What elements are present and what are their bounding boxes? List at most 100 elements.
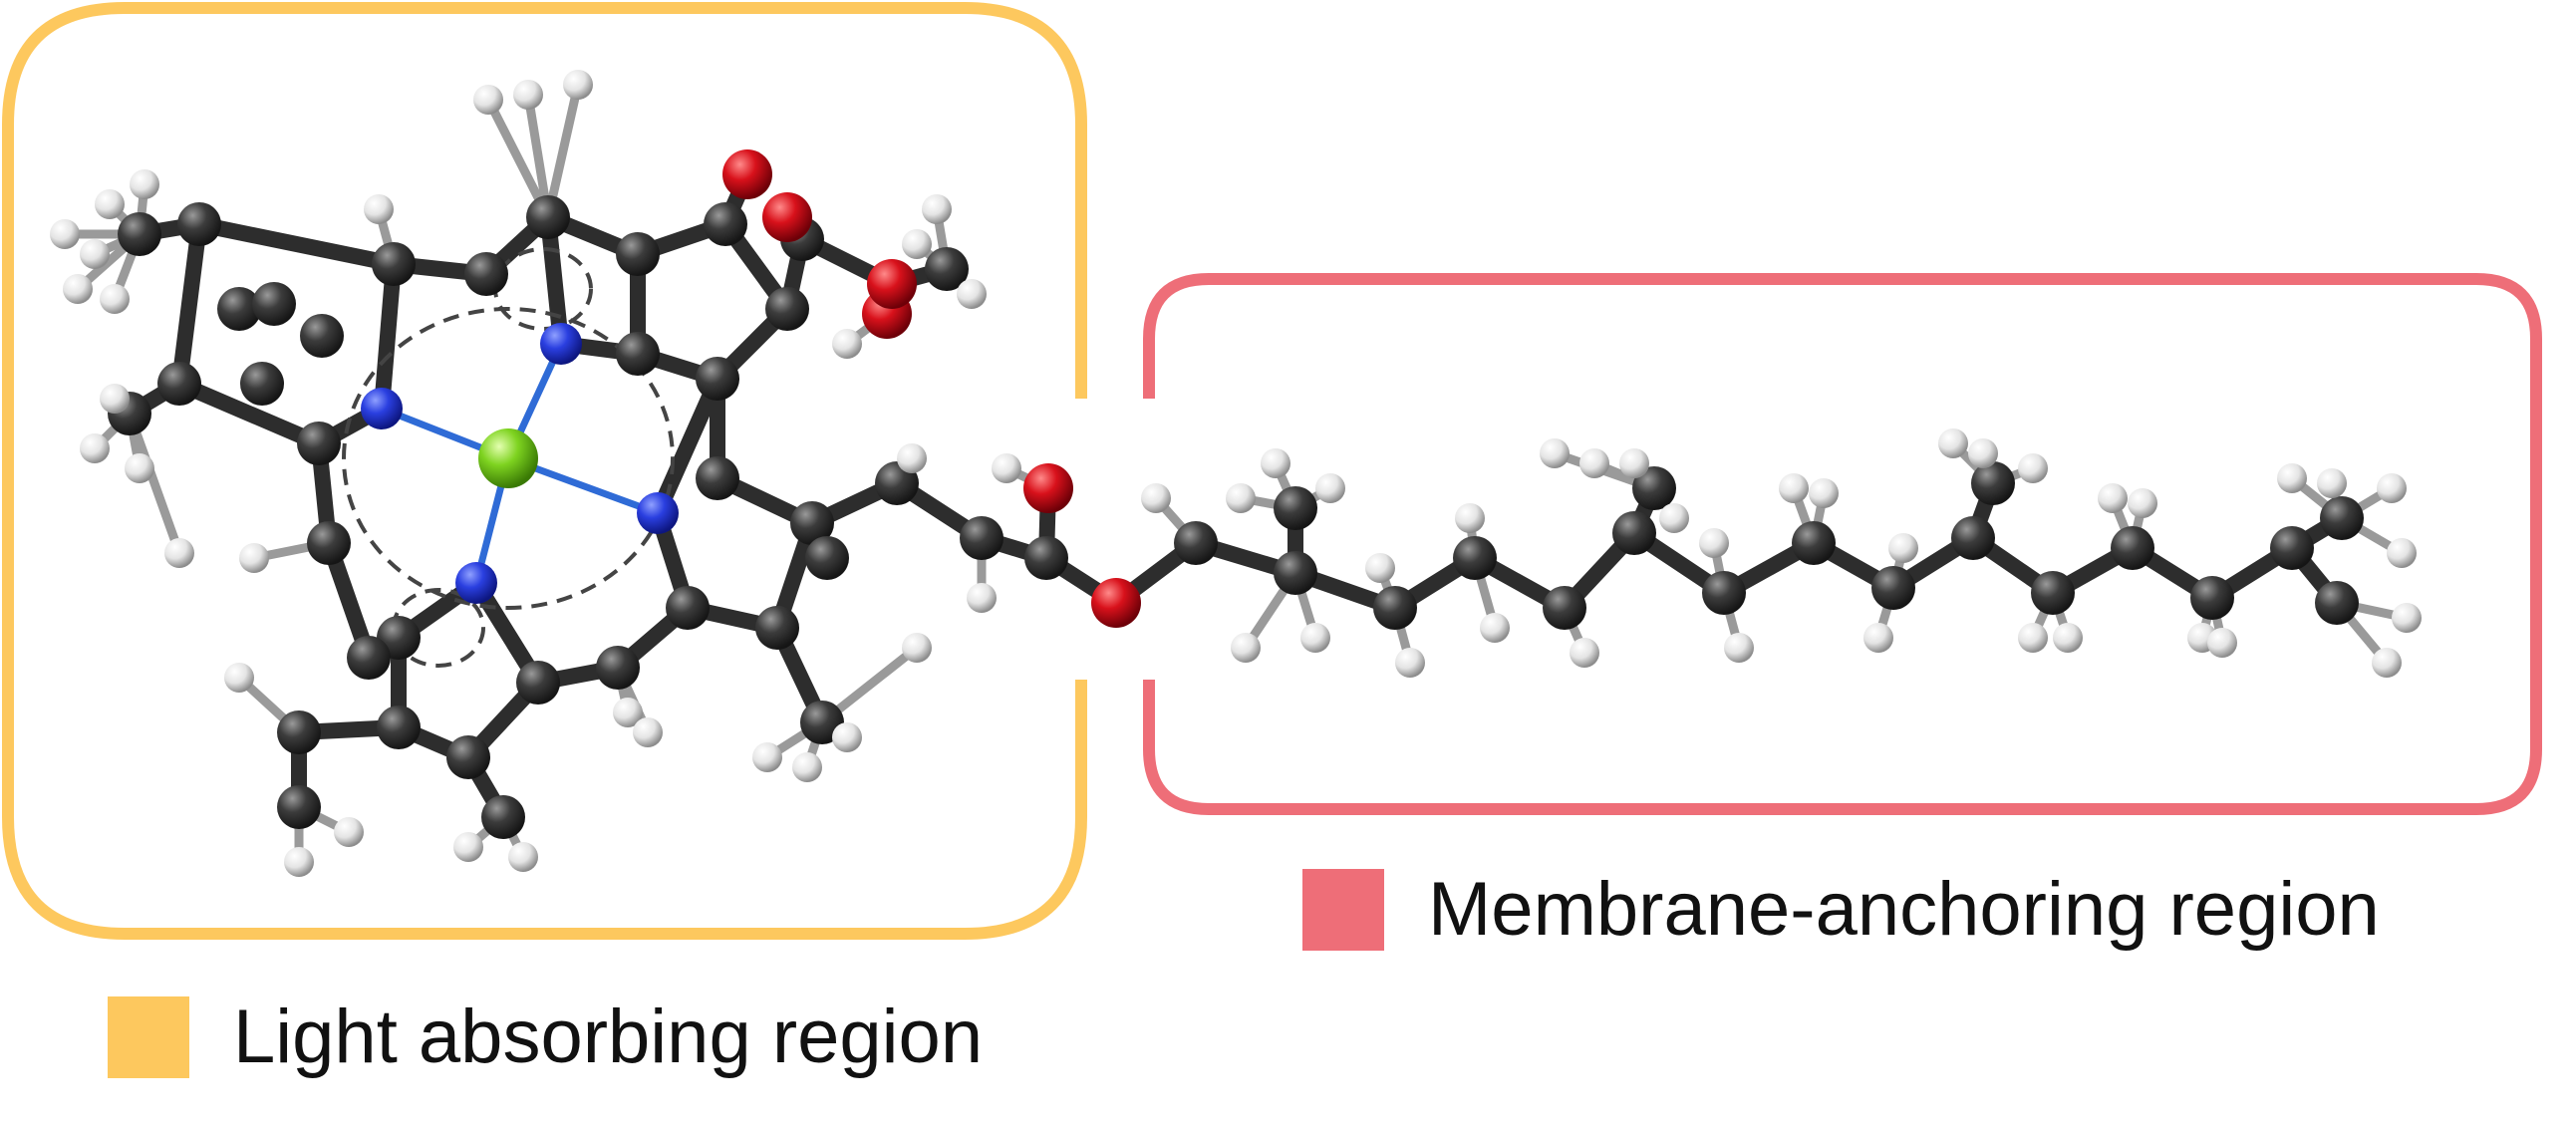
nitrogen-atom-icon	[540, 323, 582, 365]
carbon-atom-icon	[1632, 466, 1676, 510]
hydrogen-atom-icon	[2128, 488, 2157, 518]
hydrogen-atom-icon	[1231, 633, 1261, 663]
hydrogen-atom-icon	[2207, 628, 2237, 658]
hydrogen-atom-icon	[633, 717, 663, 747]
carbon-atom-icon	[1702, 571, 1746, 615]
carbon-atom-icon	[252, 282, 296, 326]
hydrogen-atom-icon	[473, 85, 503, 115]
hydrogen-atom-icon	[125, 453, 154, 483]
carbon-atom-icon	[1453, 536, 1497, 580]
hydrogen-atom-icon	[1579, 448, 1609, 478]
legend-swatch-light	[108, 996, 189, 1078]
hydrogen-atom-icon	[239, 543, 269, 573]
oxygen-atom-icon	[867, 259, 917, 309]
hydrogen-atom-icon	[100, 284, 130, 314]
carbon-atom-icon	[1871, 566, 1915, 610]
covalent-bond	[171, 216, 207, 392]
hydrogen-atom-icon	[897, 443, 927, 473]
oxygen-atom-icon	[722, 149, 772, 199]
hydrogen-atom-icon	[164, 538, 194, 568]
carbon-atom-icon	[516, 661, 560, 705]
carbon-atom-icon	[1274, 551, 1317, 595]
carbon-atom-icon	[704, 202, 747, 246]
hydrogen-atom-icon	[2098, 483, 2128, 513]
carbon-atom-icon	[481, 795, 525, 839]
molecular-bonds	[60, 80, 2412, 867]
hydrogen-atom-icon	[1365, 553, 1395, 583]
carbon-atom-icon	[616, 332, 660, 376]
hydrogen-atom-icon	[2377, 473, 2407, 503]
carbon-atom-icon	[1024, 536, 1068, 580]
carbon-atom-icon	[790, 501, 834, 545]
hydrogen-atom-icon	[1938, 428, 1968, 458]
hydrogen-atom-icon	[957, 279, 987, 309]
carbon-atom-icon	[1612, 511, 1656, 555]
carbon-atom-icon	[1373, 586, 1417, 630]
hydrogen-atom-icon	[95, 189, 125, 219]
hydrogen-atom-icon	[2317, 468, 2347, 498]
hydrogen-bond-line	[543, 80, 583, 222]
hydrogen-atom-icon	[80, 433, 110, 463]
carbon-atom-icon	[177, 202, 221, 246]
hydrogen-atom-icon	[1226, 483, 1256, 513]
hydrogen-atom-icon	[922, 194, 952, 224]
hydrogen-atom-icon	[2387, 538, 2417, 568]
hydrogen-atom-icon	[453, 832, 483, 862]
carbon-atom-icon	[925, 247, 969, 291]
hydrogen-atom-icon	[792, 752, 822, 782]
carbon-atom-icon	[347, 636, 391, 680]
hydrogen-atom-icon	[1724, 633, 1754, 663]
carbon-atom-icon	[2190, 576, 2234, 620]
carbon-atom-icon	[2111, 526, 2154, 570]
oxygen-atom-icon	[1091, 578, 1141, 628]
carbon-atom-icon	[805, 536, 849, 580]
hydrogen-atom-icon	[2372, 648, 2402, 678]
carbon-atom-icon	[118, 212, 161, 256]
hydrogen-atom-icon	[1809, 478, 1839, 508]
carbon-atom-icon	[2315, 581, 2359, 625]
hydrogen-atom-icon	[1968, 438, 1998, 468]
carbon-atom-icon	[1274, 486, 1317, 530]
molecular-atoms	[50, 70, 2422, 877]
carbon-atom-icon	[297, 422, 341, 465]
hydrogen-bond-line	[125, 409, 184, 558]
carbon-atom-icon	[277, 710, 321, 754]
oxygen-atom-icon	[1023, 463, 1073, 513]
carbon-atom-icon	[217, 287, 261, 331]
carbon-atom-icon	[596, 646, 640, 690]
carbon-atom-icon	[765, 287, 809, 331]
hydrogen-atom-icon	[2018, 623, 2048, 653]
hydrogen-atom-icon	[100, 384, 130, 414]
nitrogen-atom-icon	[455, 562, 497, 604]
hydrogen-atom-icon	[364, 194, 394, 224]
carbon-atom-icon	[446, 735, 490, 779]
hydrogen-atom-icon	[334, 817, 364, 847]
hydrogen-atom-icon	[832, 722, 862, 752]
nitrogen-atom-icon	[637, 492, 679, 534]
hydrogen-atom-icon	[1659, 503, 1689, 533]
legend-label-light: Light absorbing region	[233, 994, 984, 1079]
hydrogen-atom-icon	[1315, 473, 1345, 503]
hydrogen-atom-icon	[1395, 648, 1425, 678]
magnesium-atom-icon	[478, 428, 538, 488]
hydrogen-atom-icon	[1570, 638, 1599, 668]
hydrogen-atom-icon	[1540, 438, 1570, 468]
carbon-atom-icon	[960, 516, 1003, 560]
carbon-atom-icon	[1543, 586, 1586, 630]
hydrogen-atom-icon	[2277, 463, 2307, 493]
carbon-atom-icon	[277, 785, 321, 829]
aromatic-ring	[342, 307, 675, 610]
carbon-atom-icon	[1174, 521, 1218, 565]
hydrogen-atom-icon	[902, 633, 932, 663]
oxygen-atom-icon	[762, 192, 812, 242]
hydrogen-atom-icon	[563, 70, 593, 100]
hydrogen-atom-icon	[1888, 533, 1918, 563]
hydrogen-atom-icon	[832, 329, 862, 359]
hydrogen-atom-icon	[2053, 623, 2083, 653]
hydrogen-atom-icon	[284, 847, 314, 877]
hydrogen-atom-icon	[752, 742, 782, 772]
carbon-atom-icon	[464, 252, 508, 296]
hydrogen-atom-icon	[1141, 483, 1171, 513]
hydrogen-atom-icon	[613, 698, 643, 727]
